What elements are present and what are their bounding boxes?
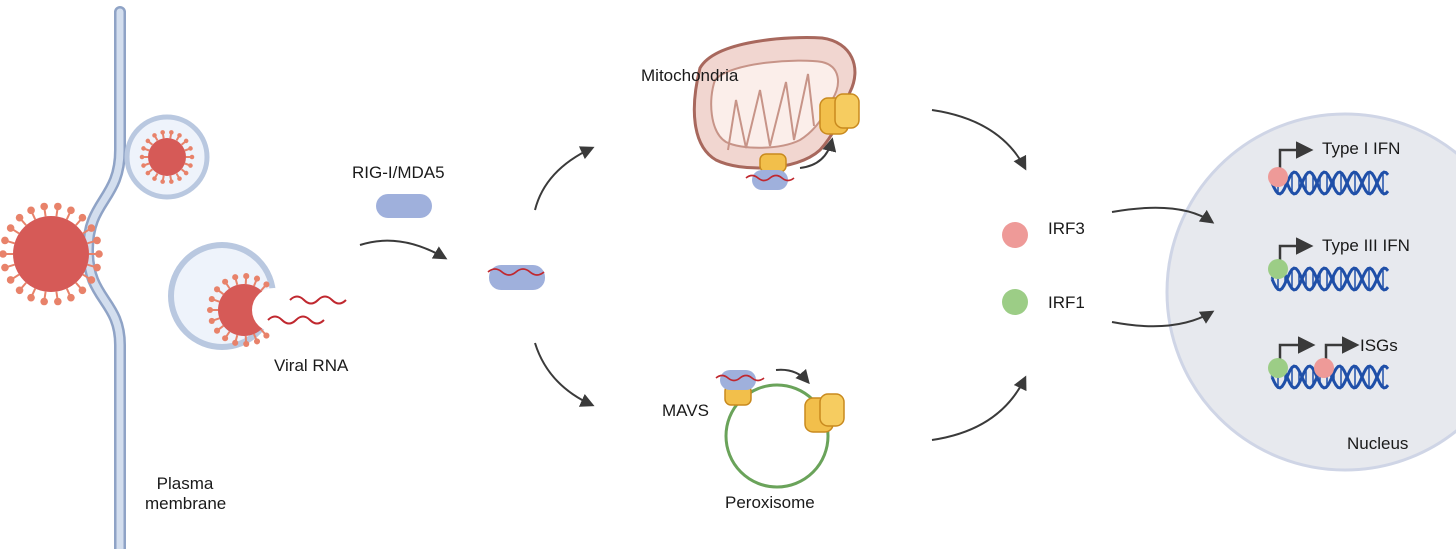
irf3-dot — [1002, 222, 1028, 248]
arrow-mito-to-irf — [931, 109, 1027, 171]
mavs-label: MAVS — [662, 401, 709, 420]
promoter-type1 — [1268, 141, 1314, 187]
arrow-mavs-mito — [799, 137, 837, 169]
nucleus — [1165, 112, 1456, 472]
rig-mda5-label: RIG-I/MDA5 — [352, 163, 445, 182]
irf1-label: IRF1 — [1048, 293, 1085, 312]
receptor-rna-complex — [489, 265, 545, 290]
nucleus-label: Nucleus — [1347, 434, 1409, 453]
type3-ifn-label: Type III IFN — [1322, 236, 1410, 255]
arrow-to-mitochondria — [534, 146, 595, 211]
irf1-dot — [1002, 289, 1028, 315]
type1-ifn-label: Type I IFN — [1322, 139, 1401, 158]
plasma-membrane-label-line1: Plasma — [156, 474, 214, 493]
mitochondria-label: Mitochondria — [641, 66, 739, 85]
arrow-irf-to-nucleus-bottom — [1111, 310, 1215, 328]
isgs-label: ISGs — [1360, 336, 1398, 355]
arrow-to-peroxisome — [534, 342, 595, 407]
promoter-type3 — [1268, 237, 1314, 279]
dna-type3-ifn — [1270, 266, 1390, 292]
plasma-membrane-label-line2: membrane — [145, 493, 227, 513]
dna-type1-ifn — [1270, 170, 1390, 196]
arrow-rna-to-receptor — [359, 239, 448, 260]
endosome-virus — [139, 130, 195, 184]
irf3-label: IRF3 — [1048, 219, 1085, 238]
viral-rna-strand-1 — [289, 295, 347, 305]
arrow-mavs-perox — [775, 368, 810, 385]
rig-mda5-receptor — [376, 194, 432, 218]
extracellular-virus — [0, 202, 103, 306]
plasma-membrane-label: Plasma membrane — [145, 474, 227, 513]
peroxisome-label: Peroxisome — [725, 493, 815, 512]
promoter-isgs — [1268, 336, 1360, 378]
peroxisome — [724, 383, 830, 489]
mavs-peroxisome — [715, 370, 845, 433]
arrow-perox-to-irf — [931, 375, 1027, 441]
mitochondria — [692, 36, 857, 170]
viral-rna-strand-2 — [267, 315, 325, 325]
arrow-irf-to-nucleus-top — [1111, 206, 1215, 224]
mavs-mitochondria — [745, 93, 860, 190]
viral-rna-label: Viral RNA — [274, 356, 349, 375]
